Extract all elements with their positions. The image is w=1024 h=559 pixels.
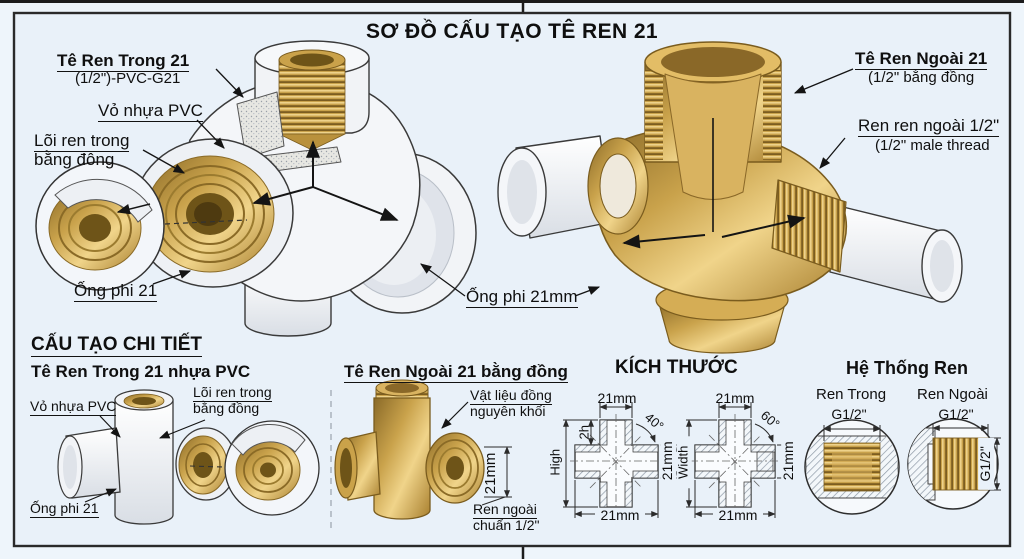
thread-detail-inset-circle [35, 161, 248, 291]
detail-pvc-core-label: Lõi ren trong bằng đồng [193, 384, 272, 416]
pvc-shell-label: Vỏ nhựa PVC [98, 101, 203, 122]
cross2-top-dim: 21mm [715, 390, 755, 406]
female-tee-label: Tê Ren Trong 21 [57, 51, 190, 72]
thread-female-label: Ren Trong [816, 386, 887, 403]
dimensions-header: KÍCH THƯỚC [615, 357, 738, 378]
pvc-tee-cutaway-model [132, 40, 477, 337]
brass-core-line2: bằng đông [34, 150, 115, 170]
thread-male-label: Ren Ngoài [917, 386, 988, 403]
brass-core-line1: Lõi ren trong [34, 131, 130, 152]
thread-female-size: G1/2" [831, 406, 867, 422]
cross1-angle-dim: 40° [641, 409, 667, 434]
male-tee-label: Tê Ren Ngoài 21 [855, 49, 988, 70]
thread-system-header: Hệ Thống Ren [846, 358, 968, 378]
detail-header: CẤU TẠO CHI TIẾT [31, 334, 202, 357]
detail-pvc-title: Tê Ren Trong 21 nhựa PVC [31, 362, 251, 381]
detail-brass-title: Tê Ren Ngoài 21 bằng đồng [344, 362, 568, 383]
brass-core-label: Lõi ren trong bằng đông [34, 131, 130, 170]
male-thread-label-subtitle: (1/2" male thread [875, 137, 990, 154]
cross1-top-dim: 21mm [597, 390, 637, 406]
detail-brass-dim-label: 21mm [482, 452, 500, 495]
page-title: SƠ ĐỒ CẤU TẠO TÊ REN 21 [366, 20, 658, 43]
male-tee-label-subtitle: (1/2" bằng đồng [868, 69, 975, 86]
detail-brass-material-label: Vật liệu đồng nguyên khối [470, 387, 552, 419]
cross1-left-dim: High [547, 448, 563, 476]
cross1-bottom-dim: 21mm [595, 507, 645, 524]
cross2-angle-dim: 60° [757, 407, 783, 432]
thread-system-female [804, 419, 900, 515]
right-leader-lines [793, 68, 854, 169]
cross2-left-dim: Width [676, 436, 692, 489]
detail-pvc-shell-label: Vỏ nhựa PVC [30, 398, 117, 416]
thread-male-size-top: G1/2" [938, 406, 974, 422]
diagram-frame [12, 11, 1012, 548]
female-tee-label-subtitle: (1/2")-PVC-G21 [75, 70, 181, 87]
male-thread-label: Ren ren ngoài 1/2" [858, 116, 1000, 137]
female-tee-label-title: Tê Ren Trong 21 [57, 51, 190, 72]
thread-male-size-side: G1/2" [977, 437, 994, 490]
detail-pvc-pipe-label: Ống phi 21 [30, 500, 99, 518]
pipe-diameter-center-label: Ống phi 21mm [466, 287, 578, 308]
cross1-offset-dim: 2h [576, 425, 592, 440]
pipe-diameter-left-label: Ống phi 21 [74, 281, 158, 302]
cross1-right-dim: 21mm [659, 434, 676, 487]
detail-brass-thread-label: Ren ngoài chuẩn 1/2" [473, 501, 540, 533]
cross2-right-dim: 21mm [780, 434, 797, 487]
left-leader-lines [142, 68, 601, 297]
cross2-bottom-dim: 21mm [713, 507, 763, 524]
